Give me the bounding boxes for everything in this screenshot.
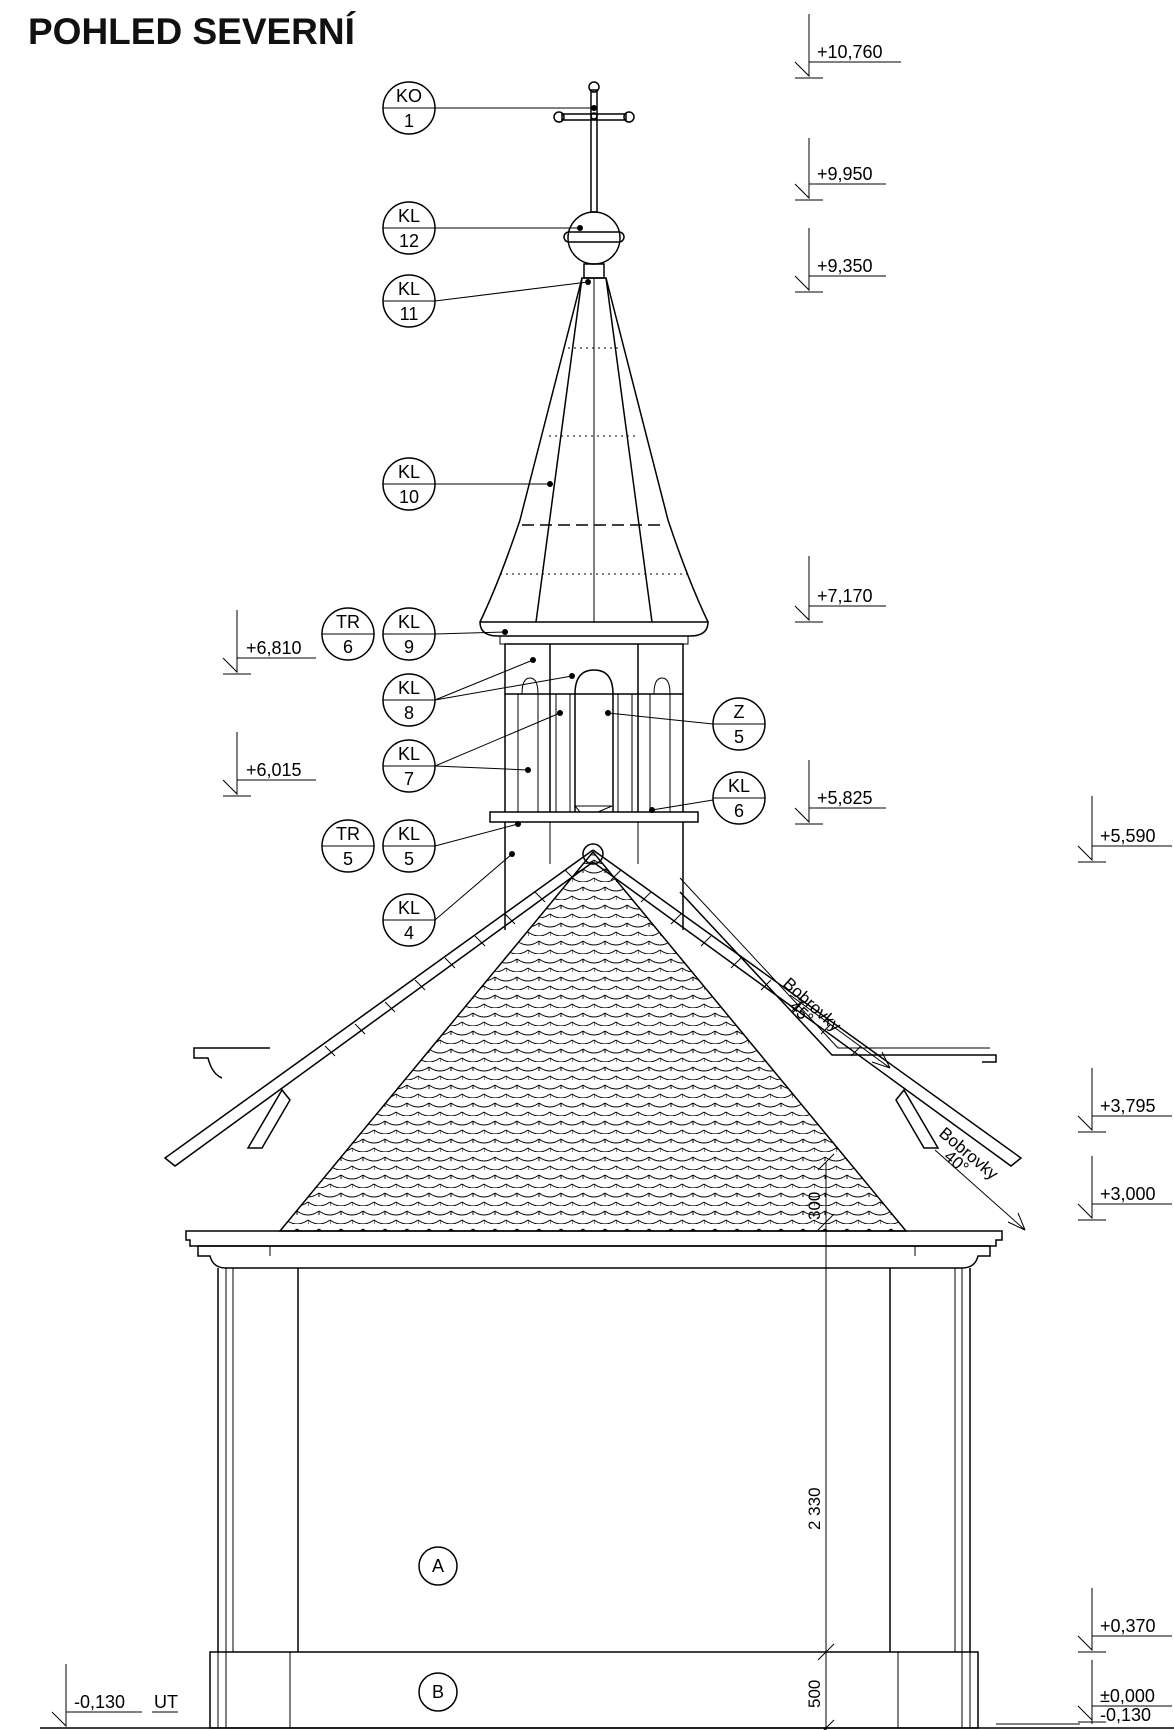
svg-text:+0,370: +0,370 bbox=[1100, 1616, 1156, 1636]
wall bbox=[217, 1268, 971, 1652]
tag-kl-10: KL 10 bbox=[382, 457, 553, 511]
level-marker-3000: +3,000 bbox=[1077, 1156, 1172, 1221]
svg-text:-0,130: -0,130 bbox=[1100, 1705, 1151, 1725]
svg-text:+3,795: +3,795 bbox=[1100, 1096, 1156, 1116]
level-marker-0370: +0,370 bbox=[1077, 1588, 1172, 1653]
svg-text:9: 9 bbox=[404, 637, 414, 657]
svg-text:5: 5 bbox=[404, 849, 414, 869]
tag-kl-5: KL 5 bbox=[382, 819, 521, 873]
dimension-2330: 2 330 bbox=[805, 1487, 824, 1530]
svg-text:6: 6 bbox=[343, 637, 353, 657]
svg-text:+5,590: +5,590 bbox=[1100, 826, 1156, 846]
svg-text:6: 6 bbox=[734, 801, 744, 821]
svg-text:KL: KL bbox=[398, 824, 420, 844]
svg-text:KL: KL bbox=[398, 206, 420, 226]
svg-text:5: 5 bbox=[343, 849, 353, 869]
svg-text:+7,170: +7,170 bbox=[817, 586, 873, 606]
level-marker-3795: +3,795 bbox=[1077, 1068, 1172, 1133]
level-marker-0130-right: -0,130 bbox=[996, 1705, 1151, 1725]
level-markers: +10,760 +9,950 +9,350 +7,170 bbox=[51, 14, 1172, 1728]
svg-text:12: 12 bbox=[399, 231, 419, 251]
level-marker-9350: +9,350 bbox=[794, 228, 886, 293]
svg-text:+9,350: +9,350 bbox=[817, 256, 873, 276]
spire-base bbox=[479, 621, 709, 645]
svg-text:KO: KO bbox=[396, 86, 422, 106]
svg-text:KL: KL bbox=[398, 678, 420, 698]
level-marker-7170: +7,170 bbox=[794, 556, 886, 623]
base-plinth bbox=[40, 1651, 1174, 1729]
tag-kl-11: KL 11 bbox=[382, 274, 591, 328]
svg-text:KL: KL bbox=[398, 744, 420, 764]
tag-kl-6: KL 6 bbox=[649, 771, 766, 825]
belfry bbox=[504, 643, 684, 813]
item-tags: KO 1 KL 12 KL 11 KL 10 bbox=[321, 81, 766, 947]
tag-tr-5: TR 5 bbox=[321, 819, 375, 873]
tag-kl-9: KL 9 bbox=[382, 607, 508, 661]
spire-neck bbox=[583, 263, 605, 279]
svg-text:A: A bbox=[432, 1556, 444, 1576]
belfry-cornice bbox=[489, 805, 699, 823]
svg-text:KL: KL bbox=[398, 279, 420, 299]
rear-roof bbox=[193, 877, 997, 1079]
building: Bobrovky 45° Bobrovky 40° bbox=[40, 81, 1174, 1729]
svg-text:KL: KL bbox=[398, 612, 420, 632]
level-marker-6810: +6,810 bbox=[222, 610, 316, 675]
level-marker-0000: ±0,000 bbox=[1077, 1660, 1172, 1724]
zone-marker-a: A bbox=[418, 1546, 458, 1586]
tower-base bbox=[504, 822, 684, 930]
svg-text:-0,130: -0,130 bbox=[74, 1692, 125, 1712]
svg-text:+6,015: +6,015 bbox=[246, 760, 302, 780]
svg-text:±0,000: ±0,000 bbox=[1100, 1686, 1155, 1706]
tag-tr-6: TR 6 bbox=[321, 607, 375, 661]
svg-text:TR: TR bbox=[336, 612, 360, 632]
dimension-300: 300 bbox=[805, 1192, 824, 1220]
roof-ridges bbox=[163, 843, 1023, 1167]
svg-text:10: 10 bbox=[399, 487, 419, 507]
finial-ball bbox=[563, 211, 625, 265]
spire bbox=[479, 277, 709, 623]
svg-text:KL: KL bbox=[728, 776, 750, 796]
svg-text:1: 1 bbox=[404, 111, 414, 131]
zone-marker-b: B bbox=[418, 1672, 458, 1712]
tag-ko-1: KO 1 bbox=[382, 81, 597, 135]
level-marker-6015: +6,015 bbox=[222, 732, 316, 797]
level-marker-10760: +10,760 bbox=[794, 14, 901, 79]
tag-kl-4: KL 4 bbox=[382, 851, 515, 947]
svg-text:5: 5 bbox=[734, 727, 744, 747]
dimension-chain: 300 2 330 500 bbox=[805, 1153, 835, 1730]
cornice bbox=[185, 1230, 1003, 1269]
level-marker-5825: +5,825 bbox=[794, 760, 886, 825]
svg-text:8: 8 bbox=[404, 703, 414, 723]
roof-tiles bbox=[278, 850, 908, 1232]
level-marker-9950: +9,950 bbox=[794, 138, 886, 201]
cross bbox=[553, 81, 635, 213]
svg-text:KL: KL bbox=[398, 462, 420, 482]
drawing-title: POHLED SEVERNÍ bbox=[28, 11, 357, 52]
tag-kl-7: KL 7 bbox=[382, 710, 563, 793]
svg-text:+3,000: +3,000 bbox=[1100, 1184, 1156, 1204]
svg-text:B: B bbox=[432, 1682, 444, 1702]
tag-z-5: Z 5 bbox=[605, 697, 766, 751]
tag-kl-12: KL 12 bbox=[382, 201, 583, 255]
tag-kl-8: KL 8 bbox=[382, 657, 575, 727]
svg-text:11: 11 bbox=[400, 304, 419, 324]
svg-text:7: 7 bbox=[404, 769, 414, 789]
svg-text:+9,950: +9,950 bbox=[817, 164, 873, 184]
svg-text:KL: KL bbox=[398, 898, 420, 918]
ut-label: UT bbox=[154, 1692, 178, 1712]
svg-text:+10,760: +10,760 bbox=[817, 42, 883, 62]
level-marker-5590: +5,590 bbox=[1077, 796, 1172, 863]
svg-text:+5,825: +5,825 bbox=[817, 788, 873, 808]
svg-text:Z: Z bbox=[734, 702, 745, 722]
dimension-500: 500 bbox=[805, 1680, 824, 1708]
level-marker-0130-left: -0,130 UT bbox=[51, 1664, 178, 1728]
svg-text:TR: TR bbox=[336, 824, 360, 844]
svg-text:+6,810: +6,810 bbox=[246, 638, 302, 658]
svg-text:4: 4 bbox=[404, 923, 414, 943]
